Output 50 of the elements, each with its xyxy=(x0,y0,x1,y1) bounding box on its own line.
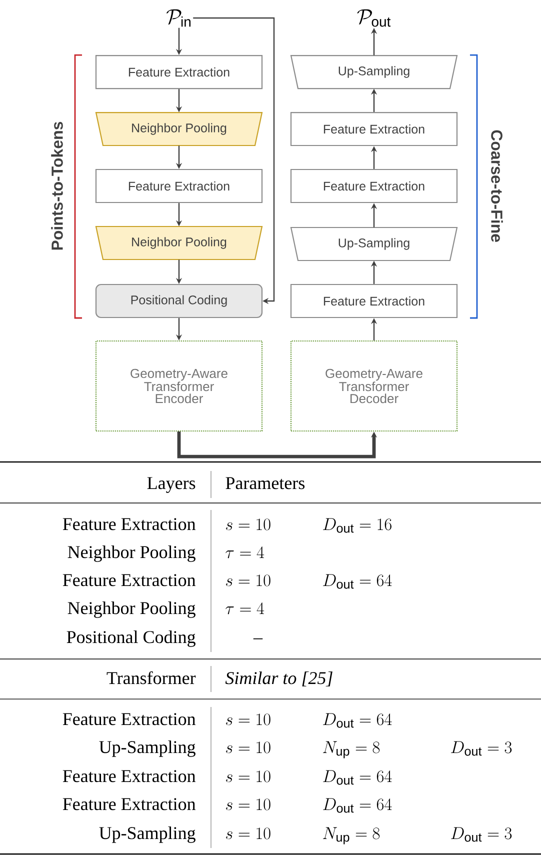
layer-name: Neighbor Pooling xyxy=(68,546,196,562)
layer-name: Feature Extraction xyxy=(62,713,196,726)
parameter-value: Similar to [25] xyxy=(225,672,332,686)
process-box: Feature Extraction xyxy=(95,54,263,90)
point-set-symbol: $\mathcal{P}_{\mathrm{out}}$ xyxy=(357,9,391,27)
process-box: Feature Extraction xyxy=(290,284,458,318)
layer-name: Feature Extraction xyxy=(62,770,196,782)
arrow xyxy=(193,17,275,304)
coding-box: Positional Coding xyxy=(95,284,263,318)
parameter-value: $D_{\mathrm{out}} = 16$ xyxy=(323,518,392,533)
parameter-value: $s = 10$ xyxy=(226,828,270,840)
process-box: Feature Extraction xyxy=(290,168,458,204)
parameter-value: $D_{\mathrm{out}} = 64$ xyxy=(323,770,392,785)
layer-name: Up-Sampling xyxy=(99,826,196,843)
upsampling-trapezoid: Up-Sampling xyxy=(290,54,458,90)
column-header: Parameters xyxy=(226,477,305,490)
parameter-value: $\tau = 4$ xyxy=(226,602,264,614)
parameter-value: $D_{\mathrm{out}} = 64$ xyxy=(323,713,392,728)
group-label: Coarse-to-Fine xyxy=(491,130,503,242)
layer-name: Feature Extraction xyxy=(62,518,196,530)
parameter-value: $N_{\mathrm{up}} = 8$ xyxy=(323,827,380,844)
layer-name: Positional Coding xyxy=(66,630,196,647)
parameter-value: $D_{\mathrm{out}} = 64$ xyxy=(323,574,392,589)
parameter-value: $N_{\mathrm{up}} = 8$ xyxy=(323,741,380,758)
parameter-value: $D_{\mathrm{out}} = 3$ xyxy=(451,827,512,842)
layer-name: Up-Sampling xyxy=(99,740,196,757)
layer-name: Feature Extraction xyxy=(62,574,196,586)
layer-name: Feature Extraction xyxy=(62,798,196,810)
parameter-value: $s = 10$ xyxy=(226,770,270,782)
parameter-value: $s = 10$ xyxy=(226,714,270,726)
point-set-symbol: $\mathcal{P}_{\mathrm{in}}$ xyxy=(166,9,190,27)
layer-name: Transformer xyxy=(106,671,196,684)
parameter-value: $s = 10$ xyxy=(226,742,270,754)
parameter-value: $\tau = 4$ xyxy=(226,546,264,558)
transformer-box: Geometry-Aware Transformer Decoder xyxy=(290,340,458,432)
parameter-value: $D_{\mathrm{out}} = 3$ xyxy=(451,741,512,756)
parameter-value: $s = 10$ xyxy=(226,518,270,530)
process-box: Feature Extraction xyxy=(95,168,263,204)
pooling-trapezoid: Neighbor Pooling xyxy=(95,112,263,146)
column-header: Layers xyxy=(147,477,196,493)
process-box: Feature Extraction xyxy=(290,112,458,146)
parameter-value: $D_{\mathrm{out}} = 64$ xyxy=(323,798,392,813)
layer-name: Neighbor Pooling xyxy=(68,602,196,618)
parameter-value: – xyxy=(253,638,263,640)
pooling-trapezoid: Neighbor Pooling xyxy=(95,226,263,260)
parameter-value: $s = 10$ xyxy=(226,574,270,586)
transformer-box: Geometry-Aware Transformer Encoder xyxy=(95,340,263,432)
group-label: Points-to-Tokens xyxy=(51,122,63,250)
parameter-value: $s = 10$ xyxy=(226,798,270,810)
upsampling-trapezoid: Up-Sampling xyxy=(290,226,458,262)
